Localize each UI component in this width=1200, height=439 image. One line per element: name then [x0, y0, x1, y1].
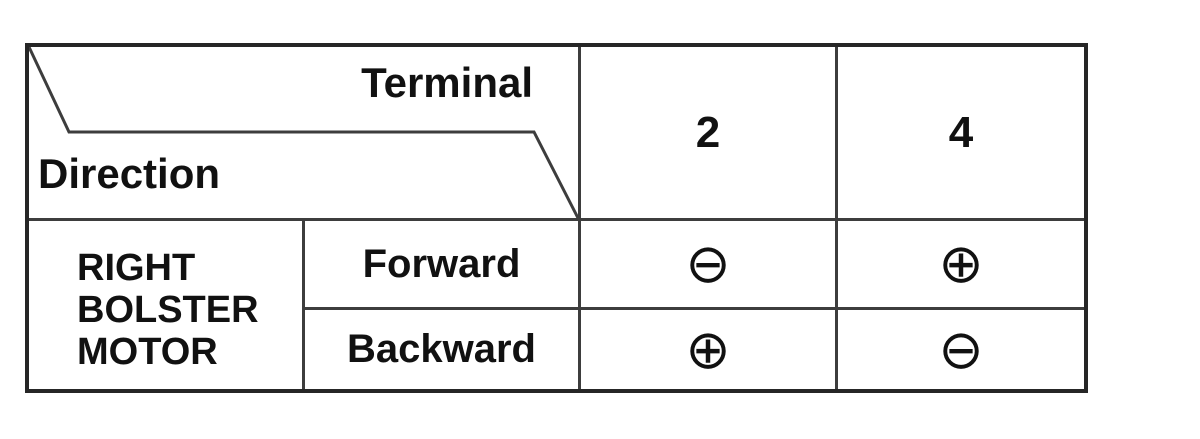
corner-header-cell: Terminal Direction: [29, 47, 578, 218]
row-group-label-line: BOLSTER: [77, 289, 259, 331]
grid-line-vertical-direction: [302, 218, 305, 389]
row-group-label-line: RIGHT: [77, 247, 196, 289]
motor-terminal-polarity-table: Terminal Direction 2 4 RIGHT BOLSTER MOT…: [25, 43, 1088, 393]
row-label-backward: Backward: [347, 327, 536, 371]
circled-plus-icon: ⊕: [938, 232, 984, 295]
grid-line-horizontal-rows: [302, 307, 1084, 310]
circled-minus-icon: ⊖: [938, 317, 984, 381]
circled-plus-icon: ⊕: [685, 317, 731, 381]
terminal-corner-label: Terminal: [361, 59, 533, 106]
column-header-terminal-4: 4: [948, 107, 974, 157]
row-group-label-right-bolster-motor: RIGHT BOLSTER MOTOR: [29, 221, 302, 389]
direction-corner-label: Direction: [38, 150, 221, 197]
column-header-terminal-2: 2: [695, 107, 721, 157]
header-diagonal-divider: [29, 47, 578, 218]
row-group-label-line: MOTOR: [77, 331, 218, 373]
circled-minus-icon: ⊖: [685, 232, 731, 295]
row-label-forward: Forward: [362, 241, 521, 286]
grid-line-horizontal-header: [29, 218, 1084, 221]
